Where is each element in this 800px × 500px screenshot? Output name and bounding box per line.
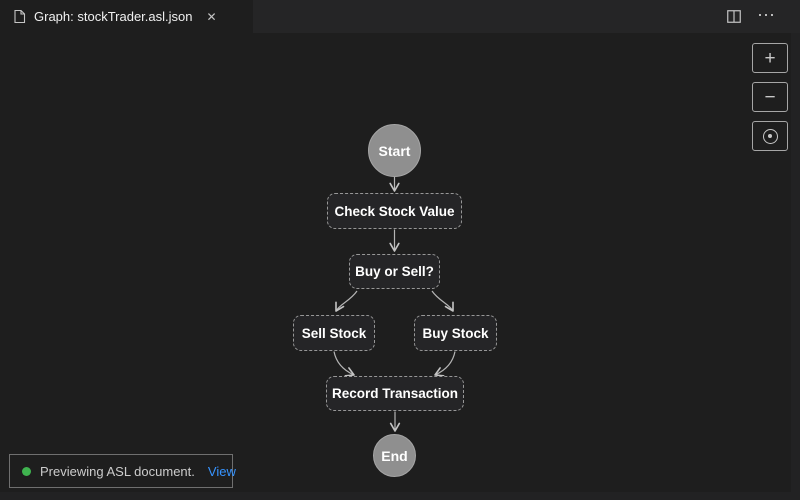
tab-graph-stocktrader[interactable]: Graph: stockTrader.asl.json ✕	[0, 0, 253, 33]
split-editor-icon[interactable]	[727, 10, 741, 23]
status-green-dot-icon	[22, 466, 31, 476]
scrollbar-gutter-bottom	[0, 492, 800, 500]
scrollbar-gutter-right	[791, 33, 800, 500]
zoom-out-icon: −	[764, 86, 776, 108]
node-check-stock-value: Check Stock Value	[327, 193, 462, 229]
node-buy-stock: Buy Stock	[414, 315, 497, 351]
node-record-transaction: Record Transaction	[326, 376, 464, 411]
node-end: End	[373, 434, 416, 477]
node-start: Start	[368, 124, 421, 177]
edge-sell-record	[333, 351, 355, 377]
zoom-controls: + −	[752, 43, 788, 151]
close-icon[interactable]: ✕	[206, 9, 217, 24]
status-message: Previewing ASL document.	[40, 463, 195, 479]
tab-title: Graph: stockTrader.asl.json	[34, 9, 193, 24]
edge-choice-buy	[431, 290, 454, 312]
zoom-out-button[interactable]: −	[752, 82, 788, 112]
zoom-in-icon: +	[764, 47, 776, 69]
center-view-button[interactable]	[752, 121, 788, 151]
view-link[interactable]: View	[207, 463, 236, 479]
edge-choice-sell	[335, 290, 358, 312]
zoom-in-button[interactable]: +	[752, 43, 788, 73]
edge-buy-record	[434, 351, 456, 377]
preview-status: Previewing ASL document. View	[9, 454, 236, 488]
node-sell-stock: Sell Stock	[293, 315, 375, 351]
tab-actions: ⋯	[727, 0, 800, 33]
node-buy-or-sell: Buy or Sell?	[349, 254, 440, 289]
center-icon	[762, 128, 778, 144]
file-icon	[13, 9, 26, 24]
tab-bar: Graph: stockTrader.asl.json ✕ ⋯	[0, 0, 800, 33]
